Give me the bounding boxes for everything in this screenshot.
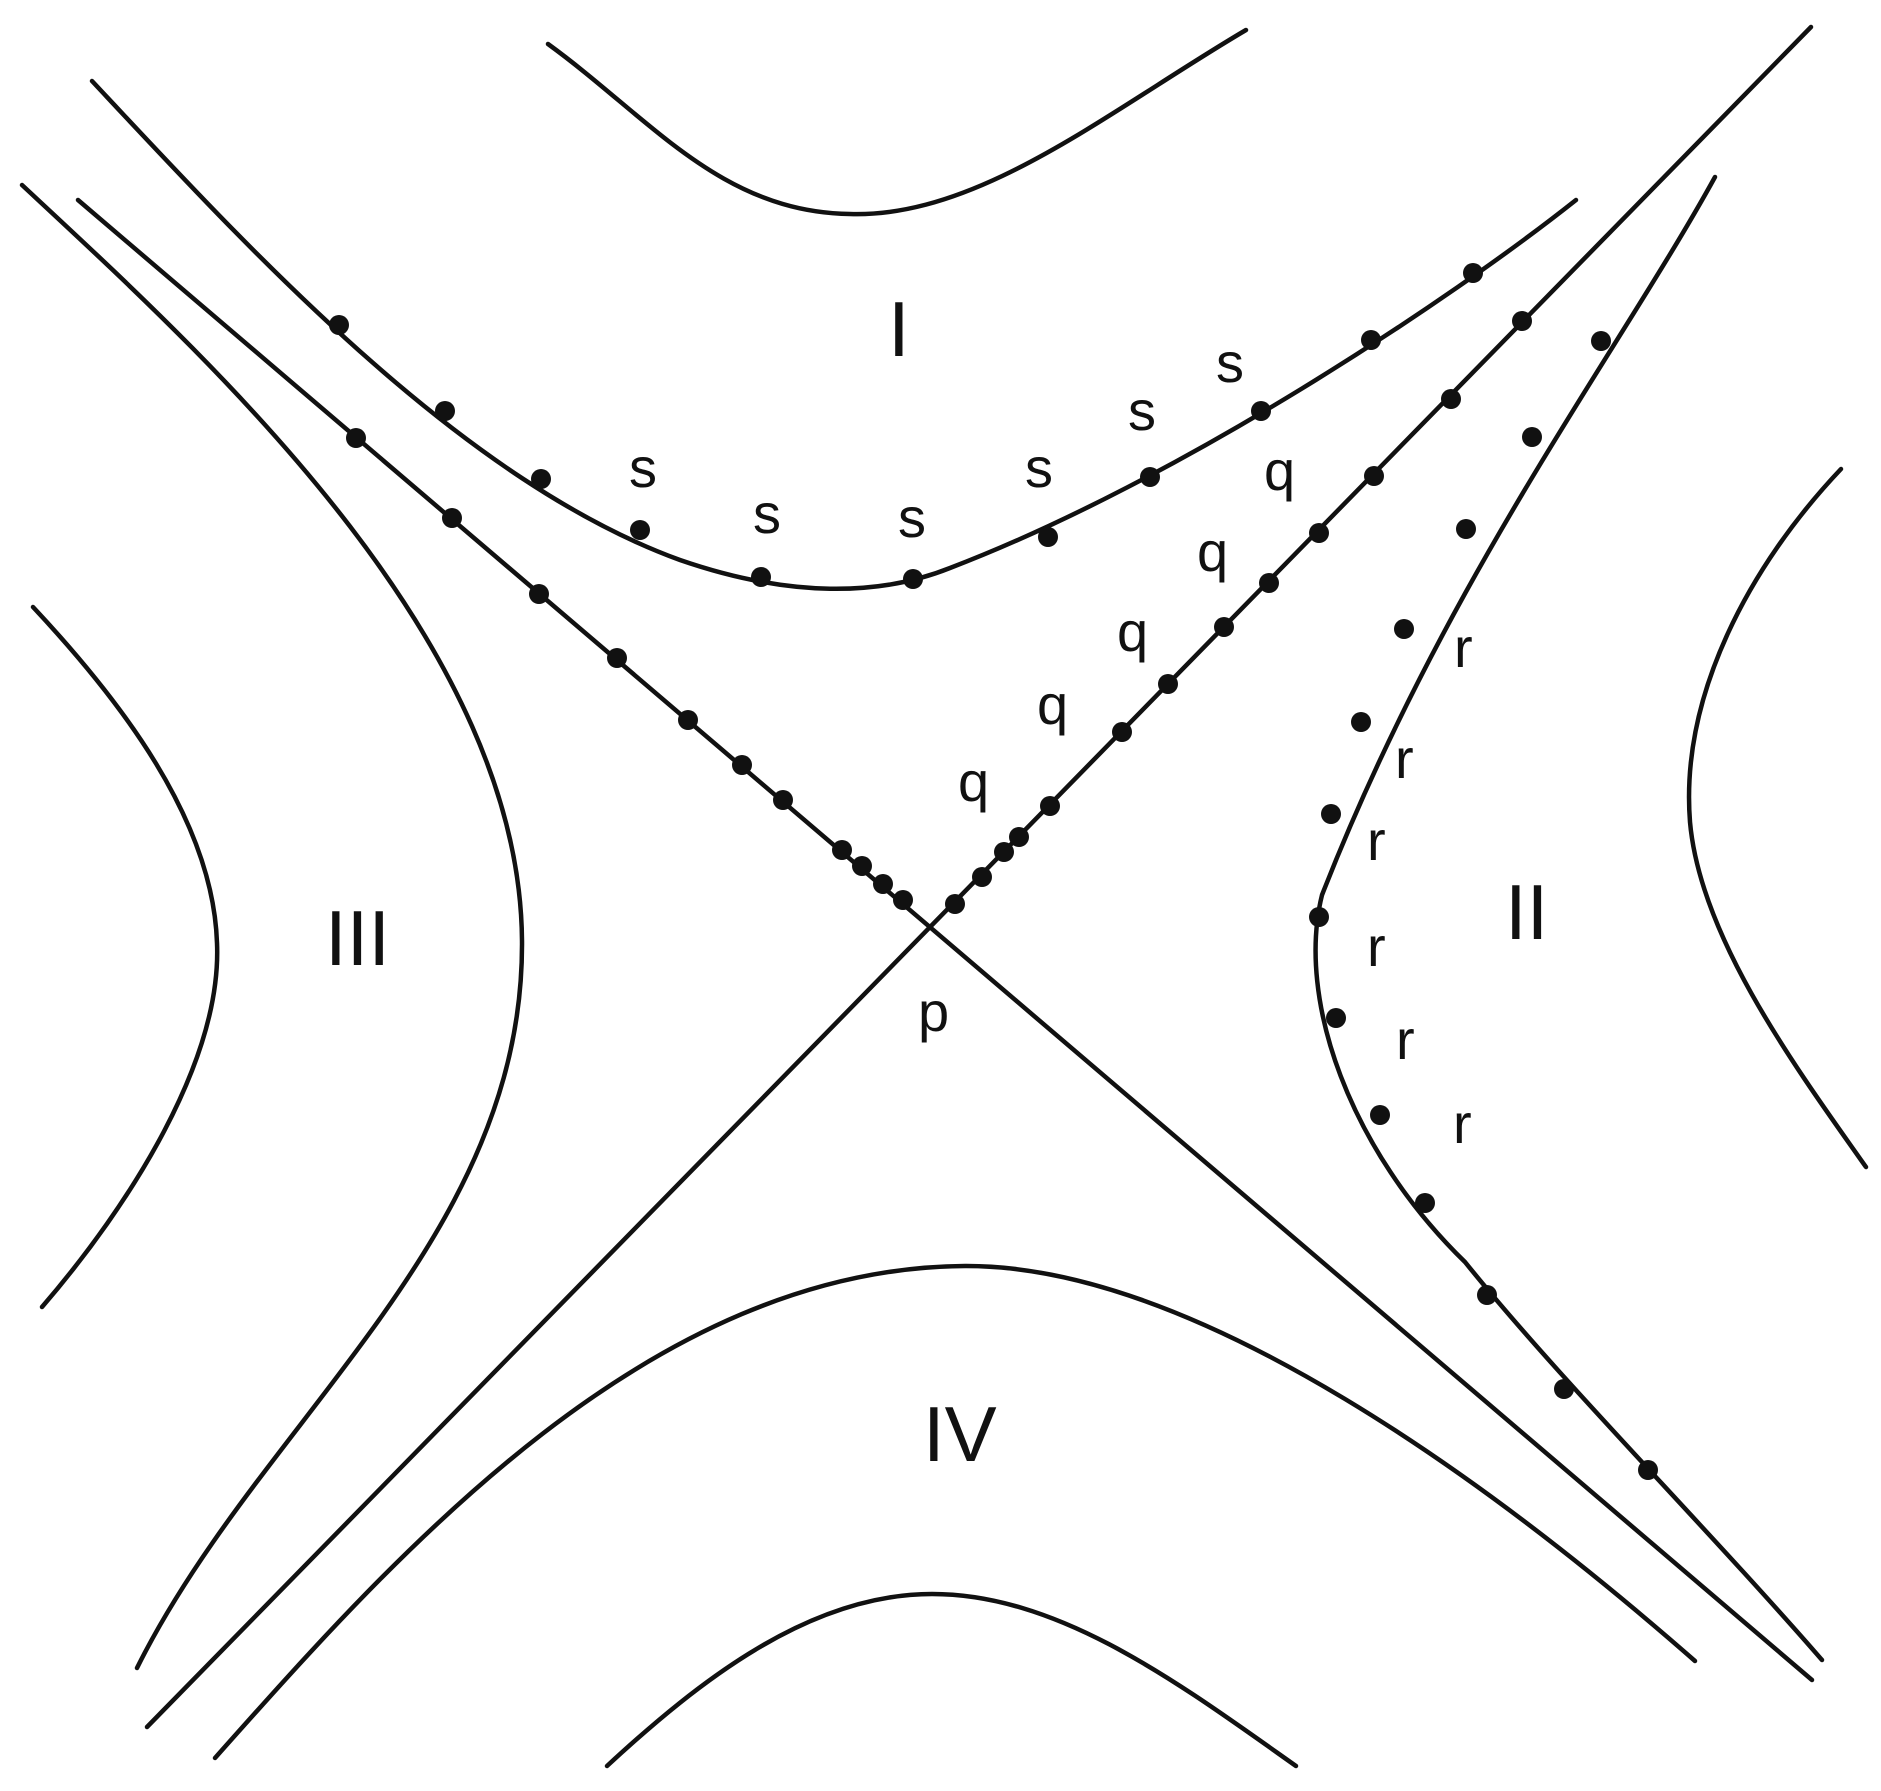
- s-dot: [630, 520, 650, 540]
- r-dot: [1321, 804, 1341, 824]
- s-label: s: [1216, 331, 1244, 394]
- separatrix-dot: [346, 428, 366, 448]
- r-label: r: [1453, 1092, 1472, 1155]
- s-dot: [1251, 401, 1271, 421]
- r-label: r: [1396, 1008, 1415, 1071]
- r-dot: [1326, 1008, 1346, 1028]
- q-dot: [1214, 617, 1234, 637]
- r-dot: [1456, 519, 1476, 539]
- s-label: s: [629, 436, 657, 499]
- q-dot: [1309, 523, 1329, 543]
- q-label: q: [1117, 600, 1148, 663]
- descending-separatrix-dots: [346, 428, 913, 910]
- r-dot: [1591, 331, 1611, 351]
- s-label: s: [1025, 436, 1053, 499]
- q-label: q: [1197, 520, 1228, 583]
- trajectory-s-curve: [89, 78, 1579, 592]
- s-dot: [435, 401, 455, 421]
- q-dot: [1512, 311, 1532, 331]
- separatrix-dot: [893, 890, 913, 910]
- r-dot: [1309, 907, 1329, 927]
- region-label-I: I: [888, 285, 910, 373]
- q-dot: [972, 867, 992, 887]
- separatrix-dot: [852, 856, 872, 876]
- q-dot: [1364, 466, 1384, 486]
- s-label: s: [753, 482, 781, 545]
- r-dot: [1370, 1105, 1390, 1125]
- r-labels: r r r r r r: [1367, 616, 1473, 1155]
- r-dot: [1394, 619, 1414, 639]
- s-label: s: [898, 486, 926, 549]
- r-dot: [1638, 1460, 1658, 1480]
- separatrix-dot: [873, 874, 893, 894]
- q-dot: [1112, 722, 1132, 742]
- s-dot: [1140, 467, 1160, 487]
- q-label: q: [1264, 439, 1295, 502]
- q-dot: [1158, 674, 1178, 694]
- s-dot: [1463, 263, 1483, 283]
- s-dot: [751, 567, 771, 587]
- outer-bottom-curve: [604, 1591, 1299, 1769]
- separatrix-dot: [678, 710, 698, 730]
- r-label: r: [1367, 915, 1386, 978]
- s-dot: [1038, 527, 1058, 547]
- r-dot: [1415, 1193, 1435, 1213]
- region-label-IV: IV: [923, 1390, 997, 1478]
- r-dot: [1351, 712, 1371, 732]
- q-labels: q q q q q: [958, 439, 1295, 813]
- region-label-III: III: [325, 894, 390, 982]
- q-dot: [1040, 796, 1060, 816]
- r-dot: [1477, 1285, 1497, 1305]
- q-dot: [1441, 389, 1461, 409]
- q-label: q: [1037, 673, 1068, 736]
- trajectory-r-curve: [1313, 174, 1825, 1663]
- r-dot: [1554, 1379, 1574, 1399]
- s-label: s: [1128, 379, 1156, 442]
- q-dot: [1009, 827, 1029, 847]
- separatrix-dot: [773, 790, 793, 810]
- separatrix-dot: [832, 840, 852, 860]
- r-label: r: [1454, 616, 1473, 679]
- outer-left-curve: [30, 604, 220, 1310]
- saddle-point-label: p: [918, 980, 949, 1043]
- trajectory-q-dots: [945, 311, 1532, 914]
- trajectory-r-dots: [1309, 331, 1658, 1480]
- separatrix-dot: [442, 508, 462, 528]
- middle-left-curve: [19, 182, 525, 1671]
- s-dot: [329, 315, 349, 335]
- separatrix-dot: [732, 755, 752, 775]
- q-dot: [945, 894, 965, 914]
- middle-bottom-curve: [212, 1263, 1698, 1761]
- s-dot: [903, 569, 923, 589]
- s-labels: s s s s s s: [629, 331, 1244, 549]
- q-dot: [994, 842, 1014, 862]
- outer-right-curve: [1686, 466, 1869, 1170]
- separatrix-dot: [607, 648, 627, 668]
- r-dot: [1522, 427, 1542, 447]
- outer-top-curve: [545, 27, 1249, 217]
- trajectory-s-dots: [329, 263, 1483, 589]
- q-dot: [1259, 573, 1279, 593]
- r-label: r: [1395, 727, 1414, 790]
- region-label-II: II: [1505, 868, 1548, 956]
- r-label: r: [1367, 809, 1386, 872]
- s-dot: [1361, 330, 1381, 350]
- separatrix-dot: [529, 584, 549, 604]
- q-label: q: [958, 750, 989, 813]
- separatrix-descending: [75, 197, 1815, 1683]
- s-dot: [531, 469, 551, 489]
